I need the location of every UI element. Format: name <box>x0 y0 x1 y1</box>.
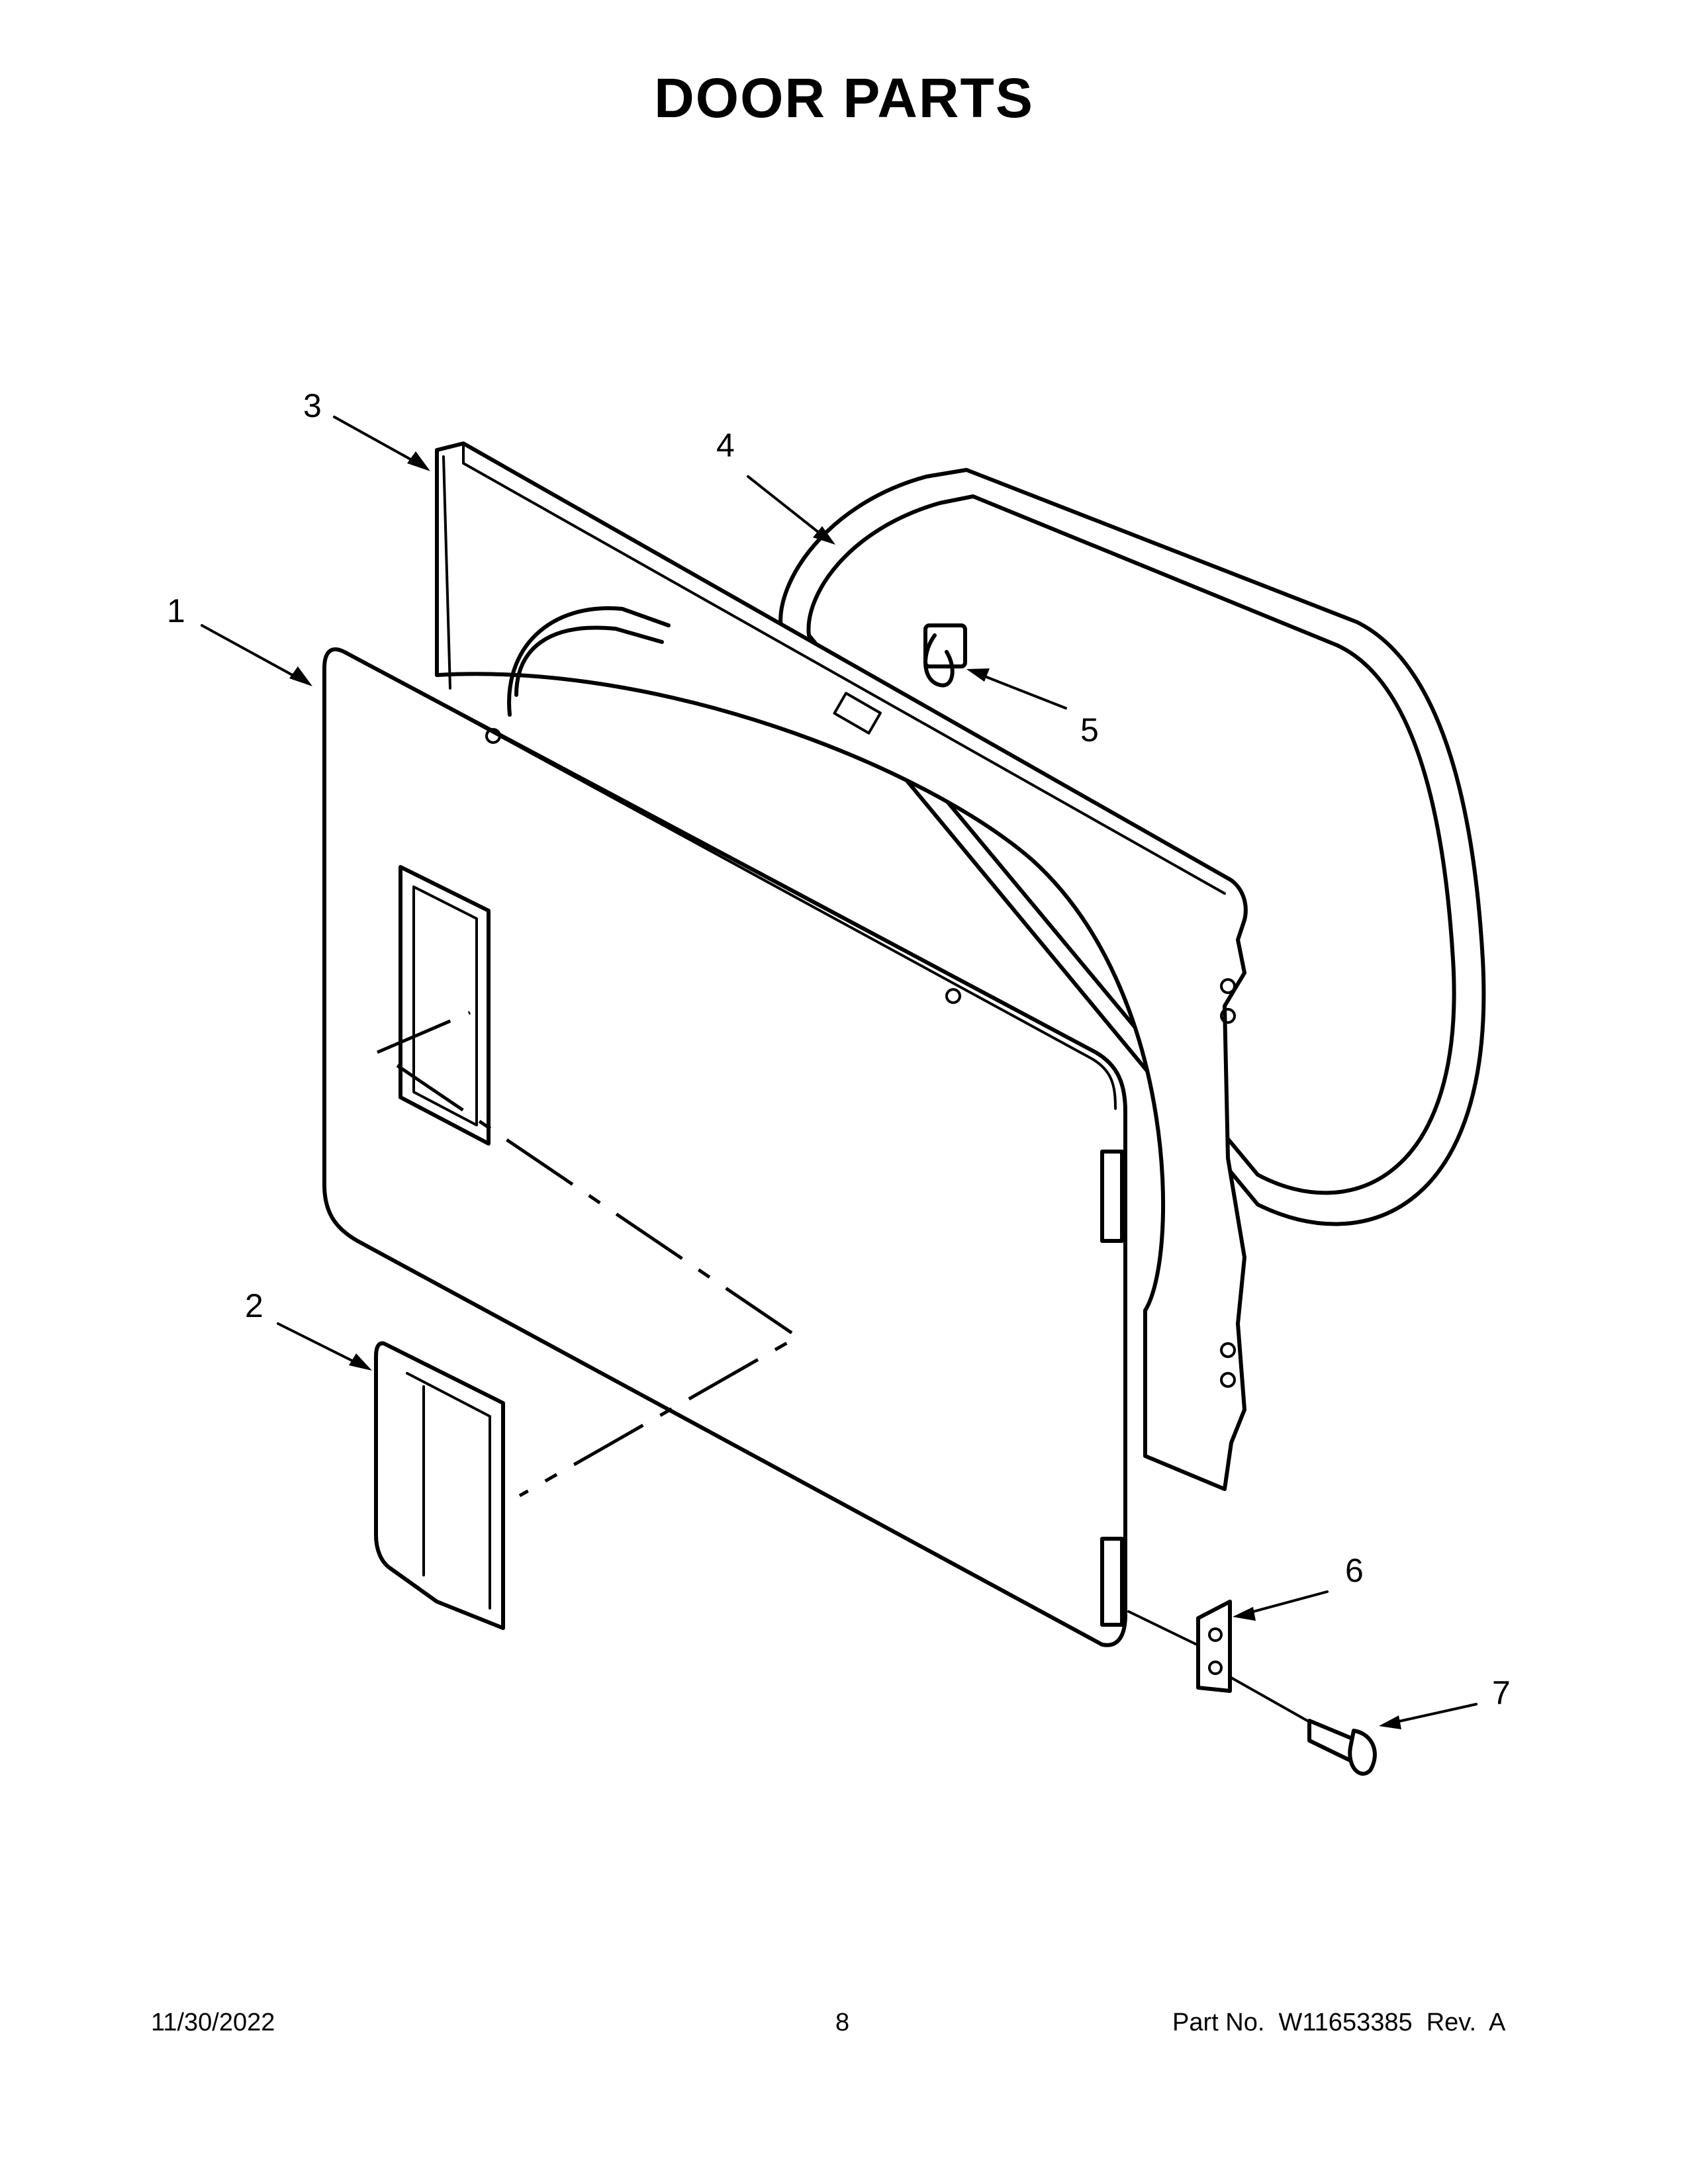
footer-date: 11/30/2022 <box>151 2009 275 2036</box>
leader-lines <box>201 416 1477 1729</box>
hinge-axis-line <box>1127 1610 1309 1722</box>
outer-door-panel-part <box>322 647 1127 1647</box>
door-seal-part <box>778 468 1486 1226</box>
hinge-screw-part <box>1307 1719 1377 1776</box>
inner-door-panel-part <box>435 441 1248 1491</box>
callout-number-1: 1 <box>167 592 185 629</box>
door-hinge-part <box>1196 1600 1232 1693</box>
door-strike-part <box>923 623 967 688</box>
callout-number-3: 3 <box>303 387 322 424</box>
callout-number-4: 4 <box>716 427 735 464</box>
callout-number-5: 5 <box>1080 711 1099 749</box>
callout-number-2: 2 <box>245 1287 263 1324</box>
door-handle-part <box>374 1341 505 1630</box>
callout-number-6: 6 <box>1345 1552 1364 1589</box>
footer-page-number: 8 <box>835 2009 850 2036</box>
footer-part-number: Part No. W11653385 Rev. A <box>1172 2009 1506 2036</box>
assembly-line <box>377 1011 801 1498</box>
callout-number-7: 7 <box>1492 1674 1511 1711</box>
page-title: DOOR PARTS <box>654 67 1034 129</box>
